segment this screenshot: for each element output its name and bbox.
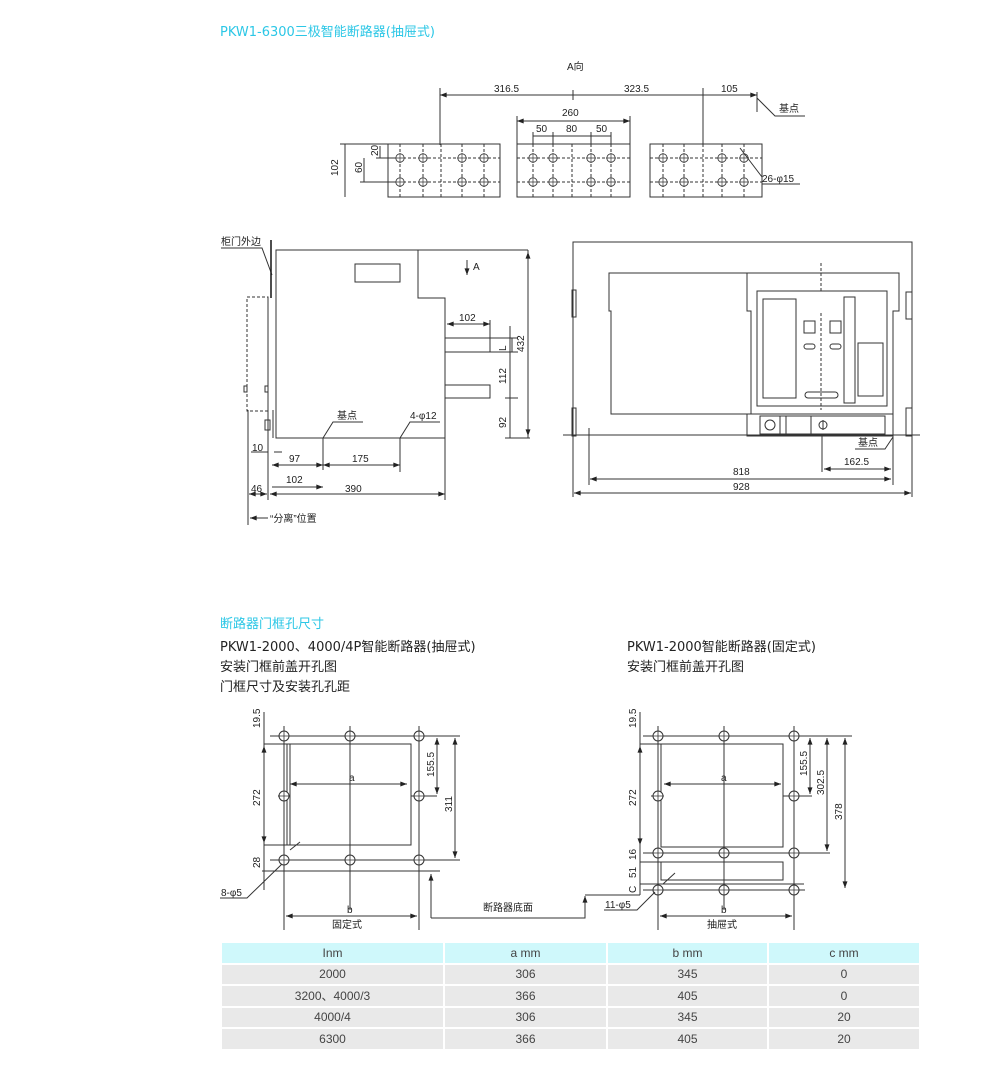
cell: 3200、4000/3 xyxy=(222,986,445,1006)
dim-175: 175 xyxy=(352,454,369,465)
dim-50b: 50 xyxy=(596,124,608,135)
table-header-row: Inm a mm b mm c mm xyxy=(222,943,921,963)
front-base-point: 基点 xyxy=(858,436,878,449)
dim-323: 323.5 xyxy=(624,84,649,95)
left-dim-272: 272 xyxy=(252,789,263,806)
dim-102-top: 102 xyxy=(459,313,476,324)
left-line2: 安装门框前盖开孔图 xyxy=(220,660,338,675)
right-dim-155-5: 155.5 xyxy=(799,751,810,776)
cell: 345 xyxy=(608,964,769,984)
dim-97: 97 xyxy=(289,454,301,465)
right-holes-11: 11-φ5 xyxy=(605,900,631,911)
a-view-label: A向 xyxy=(567,60,584,73)
dim-46: 46 xyxy=(251,484,263,495)
left-dim-155-5: 155.5 xyxy=(426,752,437,777)
arrow-a-label: A xyxy=(473,262,480,273)
cell: 20 xyxy=(769,1029,921,1049)
dim-390: 390 xyxy=(345,484,362,495)
cell: 6300 xyxy=(222,1029,445,1049)
cell: 345 xyxy=(608,1007,769,1027)
right-line2: 安装门框前盖开孔图 xyxy=(627,660,745,675)
dim-162-5: 162.5 xyxy=(844,457,869,468)
dim-105: 105 xyxy=(721,84,738,95)
dim-10: 10 xyxy=(252,443,264,454)
cell: 4000/4 xyxy=(222,1007,445,1027)
cell: 0 xyxy=(769,964,921,984)
right-dim-272: 272 xyxy=(628,789,639,806)
left-line3: 门框尺寸及安装孔孔距 xyxy=(220,680,351,695)
right-caption-drawer: 抽屉式 xyxy=(707,918,737,931)
dim-818: 818 xyxy=(733,467,750,478)
door-frame-right-drawing: 19.5 272 16 51 C 155.5 302.5 378 a b 抽屉式… xyxy=(604,708,852,931)
dim-92: 92 xyxy=(498,416,509,428)
right-dim-19-5: 19.5 xyxy=(628,708,639,728)
front-view-drawing: 基点 162.5 818 928 xyxy=(563,241,920,497)
dim-102-v: 102 xyxy=(330,159,341,176)
a-view-drawing: A向 316.5 323.5 105 基点 260 50 80 50 102 6… xyxy=(330,60,805,198)
left-dim-19-5: 19.5 xyxy=(252,708,263,728)
header-inm: Inm xyxy=(222,943,445,963)
holes-4: 4-φ12 xyxy=(410,411,437,422)
door-edge-label: 柜门外边 xyxy=(221,235,261,248)
cell: 405 xyxy=(608,1029,769,1049)
dim-L: L xyxy=(498,345,509,351)
right-dim-16: 16 xyxy=(628,848,639,860)
left-dim-311: 311 xyxy=(444,796,455,812)
left-dim-28: 28 xyxy=(252,856,263,868)
right-dim-378: 378 xyxy=(834,803,845,820)
dim-60: 60 xyxy=(354,161,365,173)
separated-position-label: “分离”位置 xyxy=(270,512,317,525)
right-dim-c: C xyxy=(628,886,639,893)
holes-26: 26-φ15 xyxy=(762,174,794,185)
base-point-label: 基点 xyxy=(779,102,799,115)
dim-316: 316.5 xyxy=(494,84,519,95)
breaker-bottom-label: 断路器底面 xyxy=(483,901,533,914)
cell: 2000 xyxy=(222,964,445,984)
dim-928: 928 xyxy=(733,482,750,493)
right-dim-302-5: 302.5 xyxy=(816,770,827,795)
left-subtitle: PKW1-2000、4000/4P智能断路器(抽屉式) xyxy=(220,640,476,655)
right-dim-51: 51 xyxy=(628,866,639,878)
dim-20: 20 xyxy=(370,144,381,156)
side-view-drawing: 柜门外边 A 102 432 L 112 92 基点 4-φ12 10 97 1… xyxy=(221,235,531,525)
right-dim-a: a xyxy=(721,773,727,784)
header-a: a mm xyxy=(445,943,608,963)
section2-title: 断路器门框孔尺寸 xyxy=(220,617,325,632)
left-dim-b: b xyxy=(347,905,353,916)
cell: 306 xyxy=(445,964,608,984)
right-subtitle: PKW1-2000智能断路器(固定式) xyxy=(627,640,816,655)
dim-112: 112 xyxy=(498,368,509,384)
left-holes-8: 8-φ5 xyxy=(221,888,242,899)
drawings: A向 316.5 323.5 105 基点 260 50 80 50 102 6… xyxy=(220,60,920,931)
dim-80: 80 xyxy=(566,124,578,135)
cell: 366 xyxy=(445,1029,608,1049)
dim-432: 432 xyxy=(516,335,527,352)
left-dim-a: a xyxy=(349,773,355,784)
door-frame-left-drawing: 19.5 272 28 155.5 311 a b 固定式 8-φ5 断路器底面 xyxy=(220,708,640,931)
left-caption-fixed: 固定式 xyxy=(332,918,362,931)
side-base-point: 基点 xyxy=(337,409,357,422)
right-dim-b: b xyxy=(721,905,727,916)
dim-50a: 50 xyxy=(536,124,548,135)
cell: 306 xyxy=(445,1007,608,1027)
header-c: c mm xyxy=(769,943,921,963)
cell: 20 xyxy=(769,1007,921,1027)
header-b: b mm xyxy=(608,943,769,963)
dim-260: 260 xyxy=(562,108,579,119)
cell: 0 xyxy=(769,986,921,1006)
section1-title: PKW1-6300三极智能断路器(抽屉式) xyxy=(220,25,435,40)
cell: 366 xyxy=(445,986,608,1006)
dim-102-bottom: 102 xyxy=(286,475,303,486)
cell: 405 xyxy=(608,986,769,1006)
